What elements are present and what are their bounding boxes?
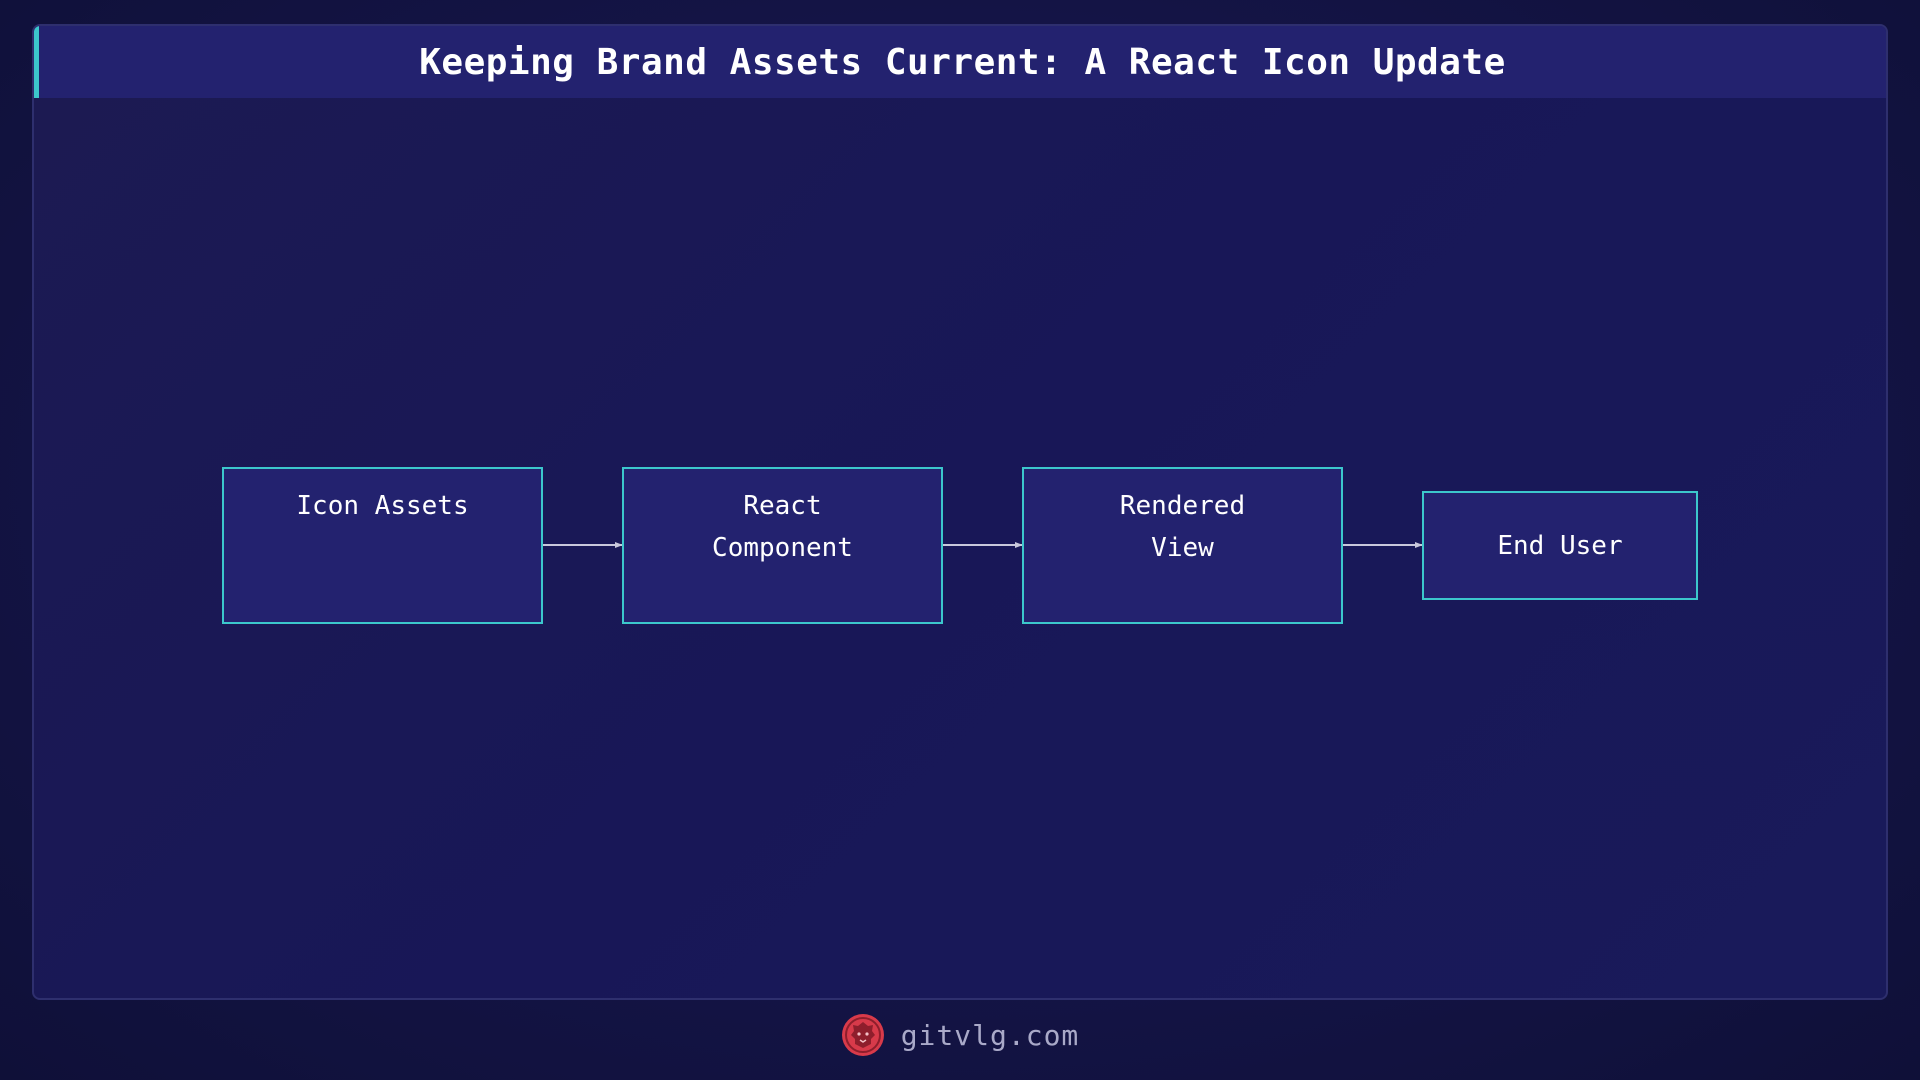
node-label: React Component <box>712 491 853 563</box>
node-icon-assets: Icon Assets <box>222 467 543 624</box>
node-end-user: End User <box>1422 491 1698 600</box>
node-label: Icon Assets <box>296 491 469 521</box>
node-react-component: React Component <box>622 467 943 624</box>
footer-site-link[interactable]: gitvlg.com <box>900 1018 1080 1052</box>
node-rendered-view: Rendered View <box>1022 467 1343 624</box>
title-bar: Keeping Brand Assets Current: A React Ic… <box>34 26 1886 98</box>
node-label: Rendered View <box>1119 491 1246 563</box>
node-label: End User <box>1497 530 1623 561</box>
lion-logo-icon[interactable] <box>841 1013 885 1057</box>
page-title: Keeping Brand Assets Current: A React Ic… <box>419 41 1506 83</box>
footer: gitvlg.com <box>0 1010 1920 1060</box>
